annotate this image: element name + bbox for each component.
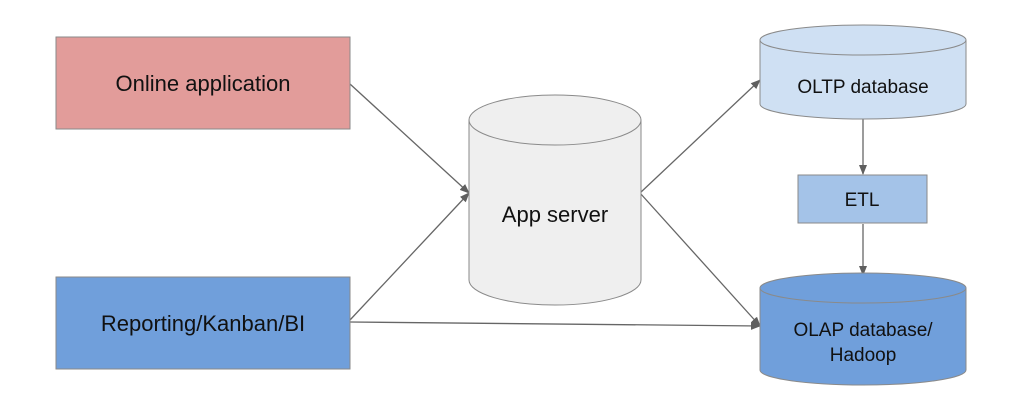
oltp-database-label: OLTP database — [797, 77, 928, 98]
app-server-cylinder-body — [468, 119, 642, 306]
app-server-cylinder-top — [468, 94, 642, 146]
edge-online-to-appserver — [349, 83, 470, 194]
online-application-node: Online application — [55, 36, 351, 130]
olap-database-node: OLAP database/ Hadoop — [759, 272, 967, 386]
etl-box — [797, 174, 928, 224]
edge-reporting-to-olap — [349, 321, 761, 330]
reporting-node: Reporting/Kanban/BI — [55, 276, 351, 370]
online-application-label: Online application — [116, 71, 291, 96]
oltp-cylinder-top — [759, 24, 967, 56]
edge-appserver-to-oltp — [639, 79, 761, 194]
reporting-label: Reporting/Kanban/BI — [101, 311, 305, 336]
edge-reporting-to-appserver — [349, 192, 470, 321]
edges — [349, 79, 867, 330]
online-application-box — [55, 36, 351, 130]
reporting-box — [55, 276, 351, 370]
oltp-database-node: OLTP database — [759, 24, 967, 120]
oltp-cylinder-body — [759, 39, 967, 120]
olap-database-label-line1: OLAP database/ — [793, 320, 933, 341]
app-server-label: App server — [502, 202, 608, 227]
etl-node: ETL — [797, 174, 928, 224]
olap-cylinder-top — [759, 272, 967, 304]
edge-appserver-to-olap — [639, 192, 761, 327]
etl-label: ETL — [845, 190, 880, 211]
olap-cylinder-body — [759, 287, 967, 386]
olap-database-label-line2: Hadoop — [830, 345, 897, 366]
app-server-node: App server — [468, 94, 642, 306]
